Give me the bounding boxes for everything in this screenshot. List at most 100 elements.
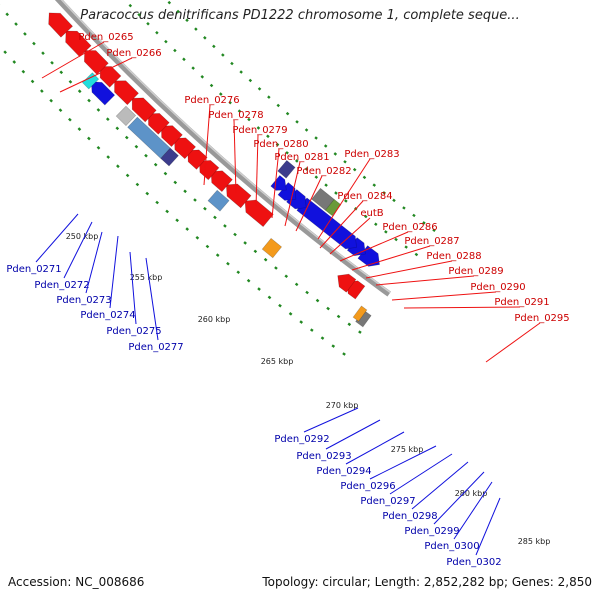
tick-dot bbox=[294, 282, 299, 287]
tick-dot bbox=[343, 160, 347, 164]
reverse-label-leader bbox=[35, 213, 79, 263]
tick-dot bbox=[248, 78, 253, 83]
tick-dot bbox=[285, 151, 289, 155]
reverse-label-leader bbox=[389, 453, 453, 495]
feature-orange bbox=[261, 237, 283, 259]
tick-dot bbox=[331, 344, 336, 348]
forward-label-leader bbox=[233, 119, 237, 195]
tick-label: 250 kbp bbox=[66, 232, 99, 241]
tick-dot bbox=[3, 50, 7, 55]
tick-label: 255 kbp bbox=[130, 273, 163, 282]
forward-gene-label: Pden_0287 bbox=[404, 236, 459, 247]
tick-dot bbox=[200, 75, 205, 79]
tick-dot bbox=[295, 120, 299, 124]
tick-dot bbox=[304, 128, 309, 132]
feature-lightblue bbox=[207, 189, 230, 212]
tick-dot bbox=[267, 95, 271, 99]
tick-dot bbox=[146, 21, 150, 26]
tick-dot bbox=[246, 278, 251, 283]
tick-dot bbox=[267, 295, 272, 300]
tick-dot bbox=[275, 142, 280, 147]
tick-dot bbox=[362, 175, 367, 180]
tick-dot bbox=[358, 330, 362, 334]
tick-dot bbox=[326, 306, 330, 311]
forward-gene bbox=[210, 170, 233, 193]
reverse-label-leader bbox=[63, 221, 93, 279]
tick-dot bbox=[21, 69, 26, 74]
reverse-gene bbox=[270, 175, 287, 191]
tick-dot bbox=[41, 51, 45, 56]
forward-gene bbox=[48, 12, 73, 38]
tick-dot bbox=[137, 12, 141, 17]
tick-dot bbox=[23, 32, 27, 36]
tick-dot bbox=[155, 30, 159, 35]
tick-dot bbox=[223, 224, 227, 228]
feature-orange bbox=[352, 305, 368, 322]
tick-dot bbox=[176, 9, 180, 14]
tick-dot bbox=[194, 27, 198, 31]
reverse-label-leader bbox=[303, 407, 359, 433]
forward-label-leader bbox=[391, 291, 497, 301]
tick-dot bbox=[285, 111, 290, 116]
tick-dot bbox=[185, 18, 189, 23]
tick-dot bbox=[144, 153, 148, 158]
forward-gene bbox=[131, 97, 157, 123]
tick-dot bbox=[96, 108, 101, 112]
tick-dot bbox=[59, 70, 64, 75]
forward-gene bbox=[337, 273, 357, 293]
tick-dot bbox=[352, 167, 357, 172]
tick-dot bbox=[173, 48, 177, 53]
forward-gene-label: Pden_0289 bbox=[448, 266, 503, 277]
tick-dot bbox=[247, 117, 251, 122]
tick-dot bbox=[145, 191, 150, 196]
tick-dot bbox=[304, 167, 309, 171]
reverse-gene-label: Pden_0299 bbox=[404, 526, 459, 537]
reverse-gene-label: Pden_0300 bbox=[424, 541, 479, 552]
tick-dot bbox=[124, 135, 129, 140]
tick-dot bbox=[125, 173, 130, 178]
forward-gene-label: Pden_0280 bbox=[253, 139, 308, 150]
tick-dot bbox=[58, 108, 63, 113]
tick-dot bbox=[175, 218, 179, 223]
reverse-gene-label: Pden_0272 bbox=[34, 280, 89, 291]
tick-dot bbox=[96, 145, 101, 150]
tick-dot bbox=[68, 79, 73, 84]
tick-dot bbox=[336, 314, 341, 319]
tick-dot bbox=[212, 44, 216, 49]
forward-label-leader bbox=[485, 322, 541, 363]
forward-label-leader bbox=[319, 200, 364, 249]
forward-gene bbox=[187, 149, 208, 170]
tick-dot bbox=[228, 100, 232, 105]
tick-dot bbox=[256, 126, 261, 130]
feature-cyan bbox=[81, 72, 100, 90]
tick-dot bbox=[344, 199, 348, 203]
tick-dot bbox=[105, 117, 110, 121]
tick-dot bbox=[203, 206, 207, 211]
forward-gene bbox=[84, 50, 109, 75]
tick-dot bbox=[155, 200, 159, 205]
tick-label: 285 kbp bbox=[518, 537, 551, 546]
forward-label-leader bbox=[375, 275, 475, 286]
tick-dot bbox=[374, 222, 378, 226]
tick-dot bbox=[165, 209, 170, 214]
tick-label: 270 kbp bbox=[326, 401, 359, 410]
tick-dot bbox=[193, 198, 197, 202]
feature-gray bbox=[115, 105, 137, 127]
tick-dot bbox=[305, 290, 309, 295]
topology-text: Topology: circular; Length: 2,852,282 bp… bbox=[262, 575, 592, 589]
forward-label-leader bbox=[284, 161, 301, 227]
tick-dot bbox=[278, 303, 282, 308]
feature-navy bbox=[277, 159, 296, 179]
tick-dot bbox=[299, 320, 304, 324]
tick-dot bbox=[115, 126, 120, 131]
tick-label: 260 kbp bbox=[198, 315, 231, 324]
tick-dot bbox=[402, 206, 406, 210]
reverse-gene-label: Pden_0294 bbox=[316, 466, 371, 477]
tick-dot bbox=[422, 221, 426, 225]
feature-gray bbox=[355, 309, 372, 328]
tick-dot bbox=[263, 257, 268, 262]
tick-dot bbox=[342, 352, 346, 356]
reverse-label-leader bbox=[129, 251, 137, 325]
reverse-label-leader bbox=[109, 235, 119, 309]
tick-dot bbox=[215, 253, 220, 257]
